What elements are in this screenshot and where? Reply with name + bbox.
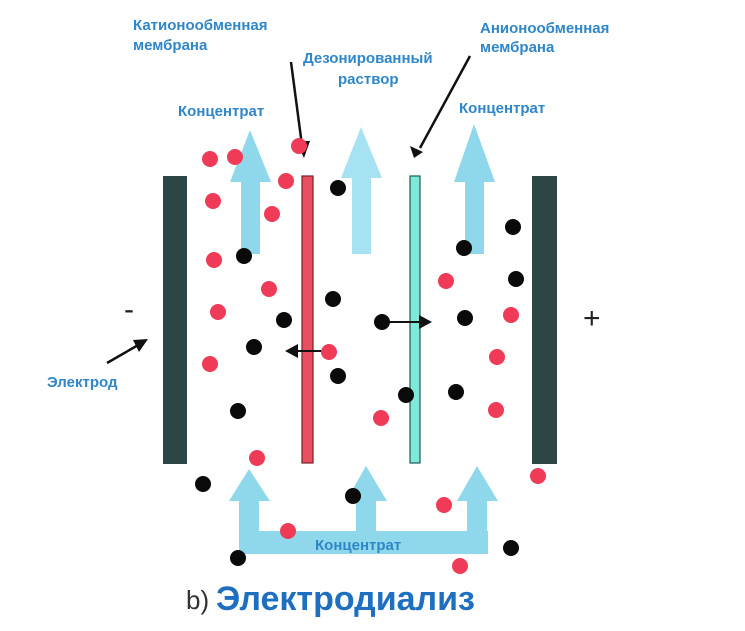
anion-ion xyxy=(457,310,473,326)
anion-ion xyxy=(374,314,390,330)
concentrate-out-left-arrow xyxy=(230,130,271,254)
cation-ion xyxy=(321,344,337,360)
cation-ion xyxy=(488,402,504,418)
cation-ion xyxy=(202,356,218,372)
cation-ion xyxy=(205,193,221,209)
cation-membrane-label-line2: мембрана xyxy=(133,37,208,54)
anode-electrode xyxy=(532,176,557,464)
anion-migration-head xyxy=(419,315,432,329)
anion-ion xyxy=(508,271,524,287)
minus-sign: - xyxy=(124,293,134,326)
anion-ion xyxy=(230,403,246,419)
cation-ion xyxy=(452,558,468,574)
concentrate-left-label: Концентрат xyxy=(178,103,264,120)
cation-ion xyxy=(227,149,243,165)
cation-ion xyxy=(503,307,519,323)
electrode-pointer-head xyxy=(133,339,148,352)
anion-ion xyxy=(325,291,341,307)
caption-prefix: b) xyxy=(186,585,209,615)
anion-ion xyxy=(330,368,346,384)
anion-ions xyxy=(195,180,524,566)
cation-ion xyxy=(280,523,296,539)
cation-ion xyxy=(278,173,294,189)
desalted-solution-label-line2: раствор xyxy=(338,71,399,88)
cation-migration-head xyxy=(285,344,298,358)
concentrate-right-label: Концентрат xyxy=(459,100,545,117)
cation-ion xyxy=(438,273,454,289)
anion-ion xyxy=(456,240,472,256)
cation-membrane-label-line1: Катионообменная xyxy=(133,17,268,34)
anion-ion xyxy=(448,384,464,400)
cation-ion xyxy=(210,304,226,320)
concentrate-bottom-label: Концентрат xyxy=(315,537,401,554)
anion-membrane-label-line1: Анионообменная xyxy=(480,20,609,37)
anion-ion xyxy=(276,312,292,328)
electrode-label: Электрод xyxy=(47,374,118,391)
cation-membrane-pointer-arrow xyxy=(289,61,305,154)
cation-ion xyxy=(202,151,218,167)
cathode-electrode xyxy=(163,176,187,464)
anion-ion xyxy=(230,550,246,566)
concentrate-out-right-arrow xyxy=(454,124,495,254)
anion-ion xyxy=(505,219,521,235)
cation-ion xyxy=(264,206,280,222)
anion-membrane-label-line2: мембрана xyxy=(480,39,555,56)
electrode-pointer-arrow xyxy=(106,342,141,365)
desalted-out-arrow xyxy=(341,127,382,254)
anion-ion xyxy=(330,180,346,196)
concentrate-inflow-manifold xyxy=(229,466,498,554)
anion-ion xyxy=(236,248,252,264)
anion-membrane-pointer-arrow xyxy=(418,55,472,149)
anion-ion xyxy=(195,476,211,492)
cation-ion xyxy=(530,468,546,484)
cation-ion xyxy=(436,497,452,513)
cation-ion xyxy=(489,349,505,365)
desalted-solution-label-line1: Дезонированный xyxy=(303,50,433,67)
anion-exchange-membrane xyxy=(409,175,421,464)
cation-ion xyxy=(261,281,277,297)
caption-title: Электродиализ xyxy=(216,580,475,618)
plus-sign: + xyxy=(583,302,601,335)
anion-membrane-pointer-head xyxy=(410,146,423,158)
cation-ion xyxy=(206,252,222,268)
cation-ion xyxy=(249,450,265,466)
cation-ion xyxy=(373,410,389,426)
cation-ion xyxy=(291,138,307,154)
anion-ion xyxy=(246,339,262,355)
anion-ion xyxy=(398,387,414,403)
anion-ion xyxy=(503,540,519,556)
anion-ion xyxy=(345,488,361,504)
cation-exchange-membrane xyxy=(301,175,314,464)
cation-ions xyxy=(202,138,546,574)
